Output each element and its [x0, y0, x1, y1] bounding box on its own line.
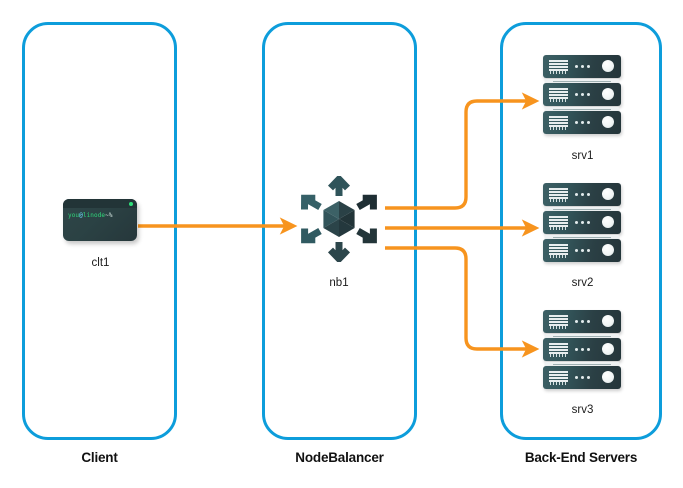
node-srv3[interactable] — [543, 310, 621, 390]
prompt-at: @ — [79, 212, 83, 219]
server-unit — [543, 55, 621, 78]
server-power-knob-icon — [602, 116, 614, 128]
node-clt1[interactable]: you@linode~% — [63, 199, 137, 241]
server-rail — [545, 334, 619, 339]
server-leds-icon — [575, 320, 592, 323]
group-caption-backend-servers: Back-End Servers — [524, 450, 638, 465]
server-vents-icon — [549, 216, 568, 230]
node-srv1[interactable] — [543, 55, 621, 135]
group-box-backend-servers — [500, 22, 662, 440]
server-leds-icon — [575, 65, 592, 68]
prompt-host: linode — [82, 212, 106, 219]
server-leds-icon — [575, 221, 592, 224]
server-power-knob-icon — [602, 371, 614, 383]
server-unit — [543, 111, 621, 134]
nodebalancer-icon — [301, 174, 377, 264]
server-leds-icon — [575, 376, 592, 379]
server-power-knob-icon — [602, 343, 614, 355]
server-unit — [543, 183, 621, 206]
prompt-user: you — [68, 212, 80, 219]
node-label-srv3: srv3 — [571, 404, 594, 416]
node-label-srv2: srv2 — [571, 277, 594, 289]
server-leds-icon — [575, 93, 592, 96]
server-vents-icon — [549, 188, 568, 202]
server-rail — [545, 79, 619, 84]
status-dot-icon — [129, 201, 133, 206]
server-vents-icon — [549, 343, 568, 357]
server-power-knob-icon — [602, 88, 614, 100]
server-vents-icon — [549, 315, 568, 329]
server-unit — [543, 239, 621, 262]
server-leds-icon — [575, 193, 592, 196]
node-label-clt1: clt1 — [91, 257, 110, 269]
terminal-icon: you@linode~% — [63, 199, 137, 241]
server-vents-icon — [549, 60, 568, 74]
terminal-titlebar — [63, 199, 137, 208]
server-rail — [545, 362, 619, 367]
group-caption-client: Client — [81, 450, 118, 465]
terminal-prompt-text: you@linode~% — [68, 212, 113, 219]
hex-cube — [323, 201, 355, 237]
group-box-nodebalancer — [262, 22, 417, 440]
server-vents-icon — [549, 88, 568, 102]
node-nb1[interactable] — [296, 174, 382, 264]
server-rail — [545, 207, 619, 212]
server-power-knob-icon — [602, 216, 614, 228]
server-vents-icon — [549, 244, 568, 258]
balance-arrows — [301, 174, 377, 264]
server-rail — [545, 107, 619, 112]
node-srv2[interactable] — [543, 183, 621, 263]
server-leds-icon — [575, 121, 592, 124]
server-unit — [543, 83, 621, 106]
server-vents-icon — [549, 371, 568, 385]
node-label-srv1: srv1 — [571, 150, 594, 162]
group-box-client — [22, 22, 177, 440]
node-label-nb1: nb1 — [329, 277, 349, 289]
server-unit — [543, 310, 621, 333]
server-power-knob-icon — [602, 315, 614, 327]
server-power-knob-icon — [602, 188, 614, 200]
prompt-tail: ~% — [105, 212, 113, 219]
server-power-knob-icon — [602, 60, 614, 72]
server-unit — [543, 211, 621, 234]
group-caption-nodebalancer: NodeBalancer — [295, 450, 384, 465]
server-leds-icon — [575, 249, 592, 252]
server-unit — [543, 338, 621, 361]
server-rail — [545, 235, 619, 240]
server-unit — [543, 366, 621, 389]
server-power-knob-icon — [602, 244, 614, 256]
server-leds-icon — [575, 348, 592, 351]
server-vents-icon — [549, 116, 568, 130]
